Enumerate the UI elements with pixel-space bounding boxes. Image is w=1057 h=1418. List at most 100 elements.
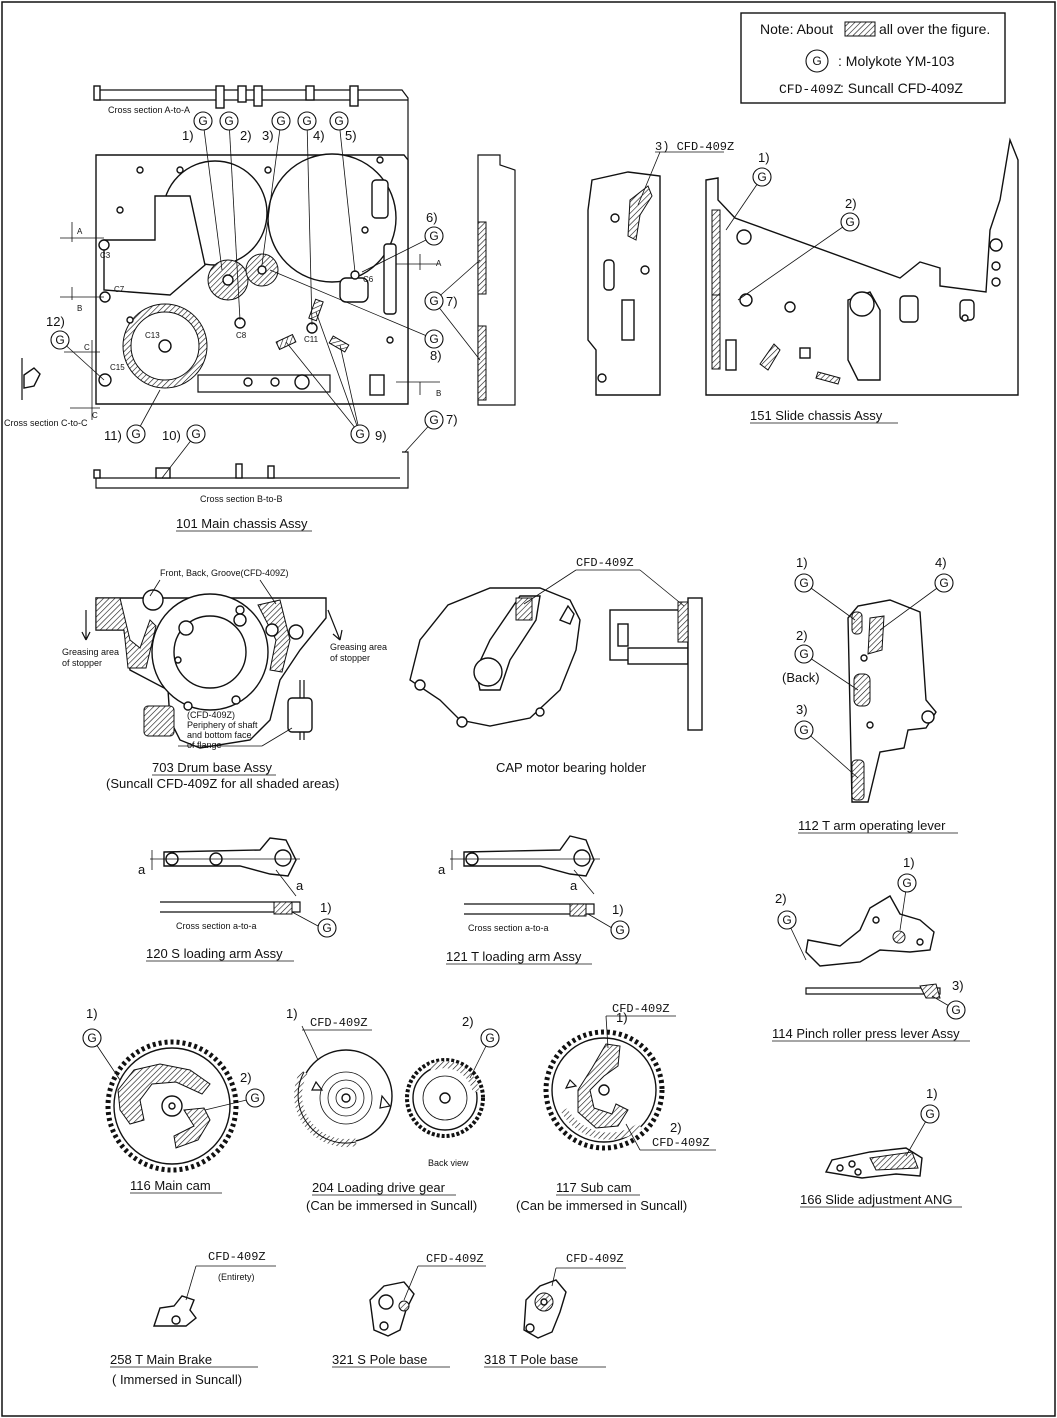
section-bb-label: Cross section B-to-B xyxy=(200,494,283,504)
drum-left-note-2: of stopper xyxy=(62,658,102,668)
component-c13: C13 xyxy=(145,331,160,340)
letter-b-left: B xyxy=(77,304,82,313)
drum-shaft-note-1: (CFD-409Z) xyxy=(187,710,235,720)
mark-3: 3) xyxy=(262,128,274,143)
g-marker-tarm-4: G xyxy=(934,573,954,593)
mark-10: 10) xyxy=(162,428,181,443)
g-marker-gear-2: G xyxy=(480,1028,500,1048)
g-marker-10: G xyxy=(186,424,206,444)
brake-entirety: (Entirety) xyxy=(218,1272,255,1282)
section-cc-label: Cross section C-to-C xyxy=(4,418,88,428)
s-pole-caption: 321 S Pole base xyxy=(332,1352,427,1367)
svg-text:G: G xyxy=(302,114,311,128)
g-marker-9: G xyxy=(350,424,370,444)
svg-text:G: G xyxy=(799,576,808,590)
tarm-mark-4: 4) xyxy=(935,555,947,570)
sarm-section-label: Cross section a-to-a xyxy=(176,921,257,931)
drum-top-note: Front, Back, Groove(CFD-409Z) xyxy=(160,568,289,578)
cap-holder-figure: CFD-409Z CAP motor bearing holder xyxy=(409,556,703,775)
slide-mark-2: 2) xyxy=(845,196,857,211)
tarm2-section-label: Cross section a-to-a xyxy=(468,923,549,933)
slide-chassis-caption: 151 Slide chassis Assy xyxy=(750,408,883,423)
g-marker-12: G xyxy=(50,330,70,350)
g-marker-6: G xyxy=(424,226,444,246)
drum-base-subcaption: (Suncall CFD-409Z for all shaded areas) xyxy=(106,776,339,791)
gear-code: CFD-409Z xyxy=(310,1016,368,1030)
loading-gear-subcaption: (Can be immersed in Suncall) xyxy=(306,1198,477,1213)
subcam-mark-1: 1) xyxy=(616,1010,628,1025)
pinch-mark-2: 2) xyxy=(775,891,787,906)
g-marker-sarm: G xyxy=(317,918,337,938)
g-marker-7b: G xyxy=(424,410,444,430)
mark-2: 2) xyxy=(240,128,252,143)
svg-text:G: G xyxy=(485,1031,494,1045)
svg-text:G: G xyxy=(799,647,808,661)
svg-text:G: G xyxy=(334,114,343,128)
letter-a-left: A xyxy=(77,227,83,236)
main-brake-caption: 258 T Main Brake xyxy=(110,1352,212,1367)
s-loading-arm-figure: a a Cross section a-to-a G 1) 120 S load… xyxy=(138,837,337,962)
mark-12: 12) xyxy=(46,314,65,329)
t-pole-figure: CFD-409Z 318 T Pole base xyxy=(484,1252,626,1368)
g-symbol-icon xyxy=(805,49,829,73)
letter-c-bottom: C xyxy=(92,411,98,420)
svg-text:G: G xyxy=(782,913,791,927)
component-c7: C7 xyxy=(114,285,125,294)
letter-b-right: B xyxy=(436,389,441,398)
svg-text:G: G xyxy=(845,215,854,229)
slide-chassis-figure: G G 3) CFD-409Z 1) 2) 151 Slide chassis … xyxy=(587,137,1019,424)
section-aa-label: Cross section A-to-A xyxy=(108,105,190,115)
slide-mark-3: 3) CFD-409Z xyxy=(655,140,734,154)
g-marker-8: G xyxy=(424,329,444,349)
main-brake-figure: CFD-409Z (Entirety) 258 T Main Brake ( I… xyxy=(110,1250,276,1387)
t-loading-arm-caption: 121 T loading arm Assy xyxy=(446,949,582,964)
letter-a-right: A xyxy=(436,259,442,268)
cap-holder-caption: CAP motor bearing holder xyxy=(496,760,647,775)
t-arm-lever-figure: G G G G 1) 2) 3) 4) (Back) 112 T arm ope… xyxy=(782,555,958,834)
svg-text:G: G xyxy=(951,1003,960,1017)
tpole-code: CFD-409Z xyxy=(566,1252,624,1266)
maincam-mark-1: 1) xyxy=(86,1006,98,1021)
svg-text:G: G xyxy=(429,294,438,308)
hatch-swatch xyxy=(844,21,876,37)
component-c3: C3 xyxy=(100,251,111,260)
g-marker-2: G xyxy=(219,111,239,131)
drum-shaft-note-3: and bottom face xyxy=(187,730,252,740)
main-cam-figure: G G 1) 2) 116 Main cam xyxy=(82,1006,265,1194)
tarm-mark-1: 1) xyxy=(796,555,808,570)
gear-mark-1: 1) xyxy=(286,1006,298,1021)
t-pole-caption: 318 T Pole base xyxy=(484,1352,578,1367)
component-c6: C6 xyxy=(363,275,374,284)
ang-mark: 1) xyxy=(926,1086,938,1101)
tarm-back-note: (Back) xyxy=(782,670,820,685)
svg-text:G: G xyxy=(757,170,766,184)
svg-text:G: G xyxy=(429,229,438,243)
sarm-mark: 1) xyxy=(320,900,332,915)
g-marker-5: G xyxy=(329,111,349,131)
loading-gear-caption: 204 Loading drive gear xyxy=(312,1180,446,1195)
mark-7b: 7) xyxy=(446,412,458,427)
s-loading-arm-caption: 120 S loading arm Assy xyxy=(146,946,283,961)
note-box: Note: About all over the figure. G : Mol… xyxy=(740,12,1006,104)
slide-mark-1: 1) xyxy=(758,150,770,165)
mark-1: 1) xyxy=(182,128,194,143)
svg-text:G: G xyxy=(276,114,285,128)
component-c11: C11 xyxy=(304,335,319,344)
cap-code: CFD-409Z xyxy=(576,556,634,570)
note-g-desc: : Molykote YM-103 xyxy=(838,53,955,69)
drum-shaft-note-2: Periphery of shaft xyxy=(187,720,258,730)
svg-text:G: G xyxy=(799,723,808,737)
maincam-mark-2: 2) xyxy=(240,1070,252,1085)
note-line1-suffix: all over the figure. xyxy=(879,21,990,37)
s-pole-figure: CFD-409Z 321 S Pole base xyxy=(332,1252,486,1368)
g-marker-7: G xyxy=(424,291,444,311)
brake-code: CFD-409Z xyxy=(208,1250,266,1264)
svg-text:G: G xyxy=(902,876,911,890)
mark-6: 6) xyxy=(426,210,438,225)
sub-cam-caption: 117 Sub cam xyxy=(556,1180,632,1195)
svg-text:G: G xyxy=(131,427,140,441)
gear-mark-2: 2) xyxy=(462,1014,474,1029)
svg-text:G: G xyxy=(55,333,64,347)
t-loading-arm-figure: a a Cross section a-to-a G 1) 121 T load… xyxy=(438,835,630,965)
g-marker-ang: G xyxy=(920,1104,940,1124)
